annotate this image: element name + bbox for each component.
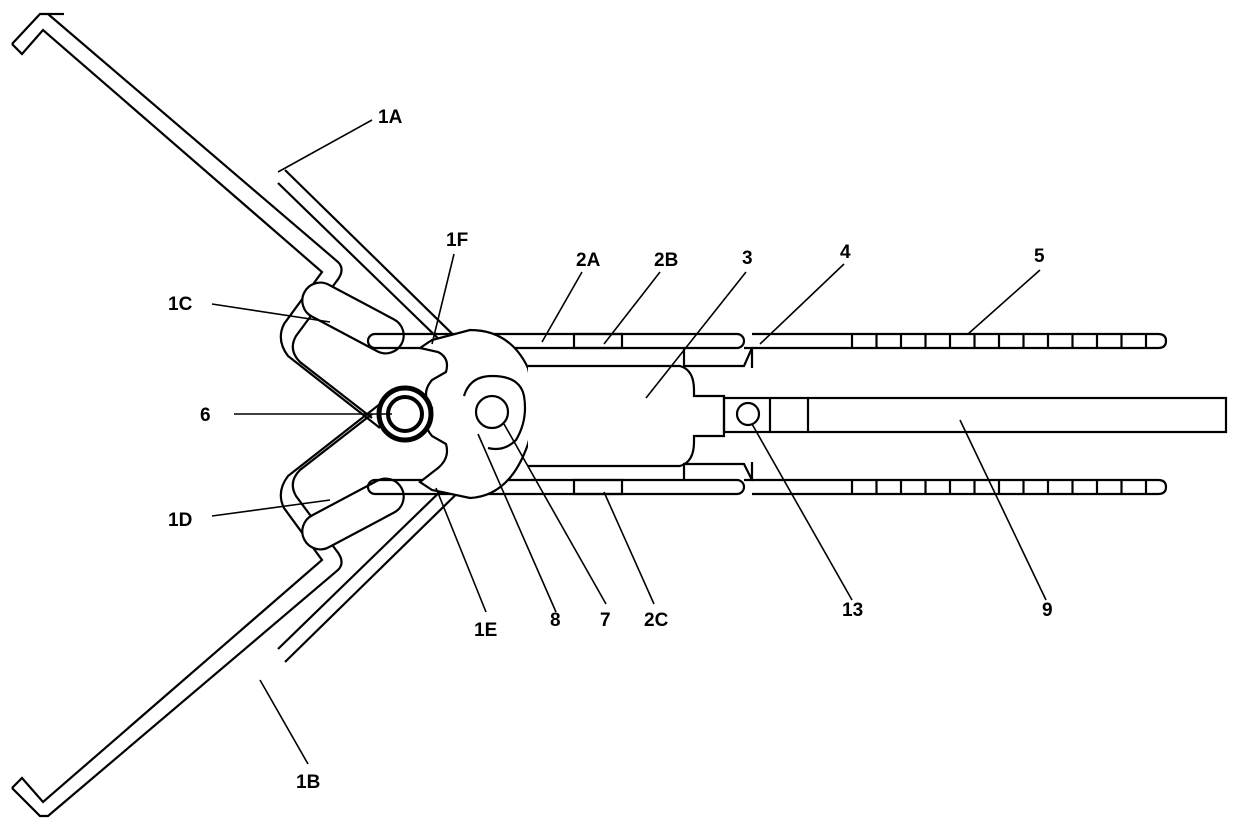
label-1B: 1B	[296, 772, 320, 793]
label-7: 7	[600, 610, 611, 631]
label-2C: 2C	[644, 610, 669, 631]
label-1F: 1F	[446, 230, 468, 251]
segmented-tube-5-lower	[752, 480, 1166, 494]
label-8: 8	[550, 610, 561, 631]
label-1D: 1D	[168, 510, 192, 531]
label-9: 9	[1042, 600, 1053, 621]
label-2B: 2B	[654, 250, 678, 271]
label-3: 3	[742, 248, 753, 269]
pin-7	[476, 396, 508, 428]
segmented-tube-5-upper	[752, 334, 1166, 348]
lower-jaw-1B	[12, 404, 380, 816]
label-1A: 1A	[378, 107, 403, 128]
upper-jaw-1A	[12, 14, 380, 428]
drive-rod-9	[724, 398, 1226, 432]
label-1E: 1E	[474, 620, 497, 641]
slot-1D	[296, 472, 410, 555]
label-4: 4	[840, 242, 851, 263]
slider-block-3	[528, 366, 724, 466]
pin-13	[737, 403, 759, 425]
label-5: 5	[1034, 246, 1045, 267]
label-6: 6	[200, 405, 211, 426]
label-13: 13	[842, 600, 863, 621]
label-1C: 1C	[168, 294, 193, 315]
label-2A: 2A	[576, 250, 601, 271]
